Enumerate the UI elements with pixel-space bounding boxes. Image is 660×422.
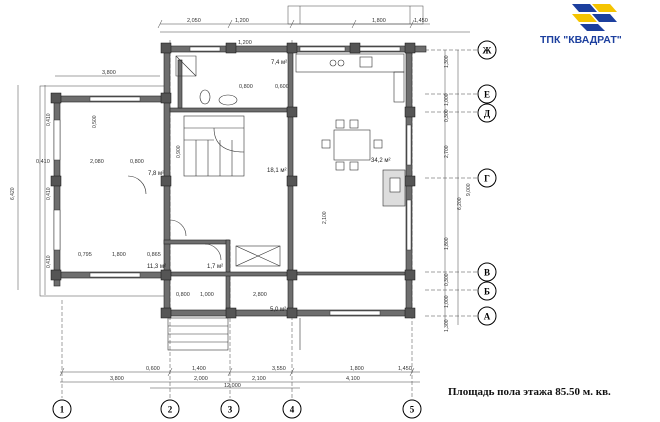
dim-inner: 0,795 <box>78 252 92 258</box>
dim-bottom: 1,400 <box>192 366 206 372</box>
dim-inner: 2,080 <box>90 159 104 165</box>
axis-label: В <box>484 268 490 278</box>
dim-top: 2,050 <box>187 18 201 24</box>
dim-bottom: 2,100 <box>252 376 266 382</box>
area-porch: 5,0 м² <box>270 307 286 313</box>
dim-inner: 2,800 <box>253 292 267 298</box>
axis-markers-vertical: 1 2 3 4 5 <box>52 399 422 419</box>
kvadrat-logo-icon <box>572 4 617 31</box>
dim-top: 1,800 <box>372 18 386 24</box>
axis-label: А <box>484 312 491 322</box>
dim-top: 1,450 <box>414 18 428 24</box>
axis-label: 1 <box>60 405 65 415</box>
dim-left: 0,410 <box>46 113 52 126</box>
dim-right: 9,000 <box>466 183 472 196</box>
dim-left: 0,410 <box>46 255 52 268</box>
dim-left: 0,410 <box>46 187 52 200</box>
area-vestibule: 1,7 м² <box>207 264 223 270</box>
windows <box>53 46 412 316</box>
dim-inner: 0,600 <box>275 84 289 90</box>
axis-label: Д <box>484 109 491 119</box>
dim-left: 2,100 <box>322 211 328 224</box>
dim-bottom: 2,000 <box>194 376 208 382</box>
dim-bottom-total: 12,000 <box>224 383 241 389</box>
area-toilet: 7,4 м² <box>271 60 287 66</box>
area-hall: 18,1 м² <box>267 168 286 174</box>
furniture <box>127 53 406 351</box>
dim-right: 1,000 <box>444 295 450 308</box>
dim-inner: 0,800 <box>176 292 190 298</box>
area-terrace-bottom: 11,3 м² <box>147 264 166 270</box>
dim-right: 2,700 <box>444 145 450 158</box>
dim-right: 1,300 <box>444 55 450 68</box>
dim-left: 0,900 <box>176 145 182 158</box>
dim-right: 1,800 <box>444 237 450 250</box>
dim-inner: 1,000 <box>200 292 214 298</box>
axis-label: Ж <box>483 46 492 56</box>
dim-top: 3,800 <box>102 70 116 76</box>
axis-label: 2 <box>168 405 173 415</box>
axis-label: Б <box>484 287 490 297</box>
axis-label: 4 <box>290 405 295 415</box>
dim-top: 1,200 <box>235 18 249 24</box>
columns <box>50 42 416 319</box>
axis-label: Е <box>484 90 490 100</box>
dim-left: 6,420 <box>10 187 16 200</box>
dim-bottom: 1,800 <box>350 366 364 372</box>
area-kitchen-dining: 34,2 м² <box>371 158 390 164</box>
dim-right: 0,300 <box>444 109 450 122</box>
axis-label: 5 <box>410 405 415 415</box>
dim-left: 0,500 <box>92 115 98 128</box>
area-terrace-top: 7,8 м² <box>148 171 164 177</box>
axis-label: 3 <box>228 405 233 415</box>
floor-area-caption: Площадь пола этажа 85.50 м. кв. <box>448 386 611 398</box>
dim-inner: 0,800 <box>239 84 253 90</box>
dim-bottom: 0,600 <box>146 366 160 372</box>
dim-bottom: 3,800 <box>110 376 124 382</box>
axis-label: Г <box>484 174 490 184</box>
dim-bottom: 3,550 <box>272 366 286 372</box>
dim-right: 1,000 <box>444 93 450 106</box>
dim-inner: 0,865 <box>147 252 161 258</box>
dim-right: 1,300 <box>444 319 450 332</box>
brand-name: ТПК "КВАДРАТ" <box>540 34 622 46</box>
dim-inner: 0,800 <box>130 159 144 165</box>
dim-right: 6,200 <box>457 197 463 210</box>
dim-bottom: 4,100 <box>346 376 360 382</box>
dim-inner: 0,410 <box>36 159 50 165</box>
dim-inner: 1,200 <box>238 40 252 46</box>
dim-bottom: 1,450 <box>398 366 412 372</box>
dim-inner: 1,800 <box>112 252 126 258</box>
dim-right: 0,300 <box>444 273 450 286</box>
axis-markers-horizontal: Ж Е Д Г В Б А <box>477 40 497 326</box>
